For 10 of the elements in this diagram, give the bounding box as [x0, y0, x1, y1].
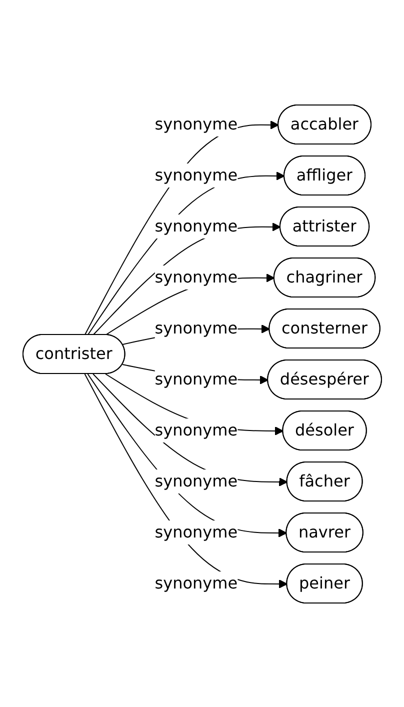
edge-label: synonyme [154, 216, 238, 235]
edge-label: synonyme [154, 470, 238, 490]
edge-label: synonyme [154, 572, 238, 592]
edge-label: synonyme [154, 318, 238, 337]
edge-label: synonyme [154, 114, 238, 133]
edge-label: synonyme [154, 522, 238, 541]
edge-label: synonyme [154, 165, 238, 184]
edge-label: synonyme [154, 266, 238, 286]
edge-label: synonyme [154, 420, 238, 439]
edge-label: synonyme [154, 368, 238, 388]
